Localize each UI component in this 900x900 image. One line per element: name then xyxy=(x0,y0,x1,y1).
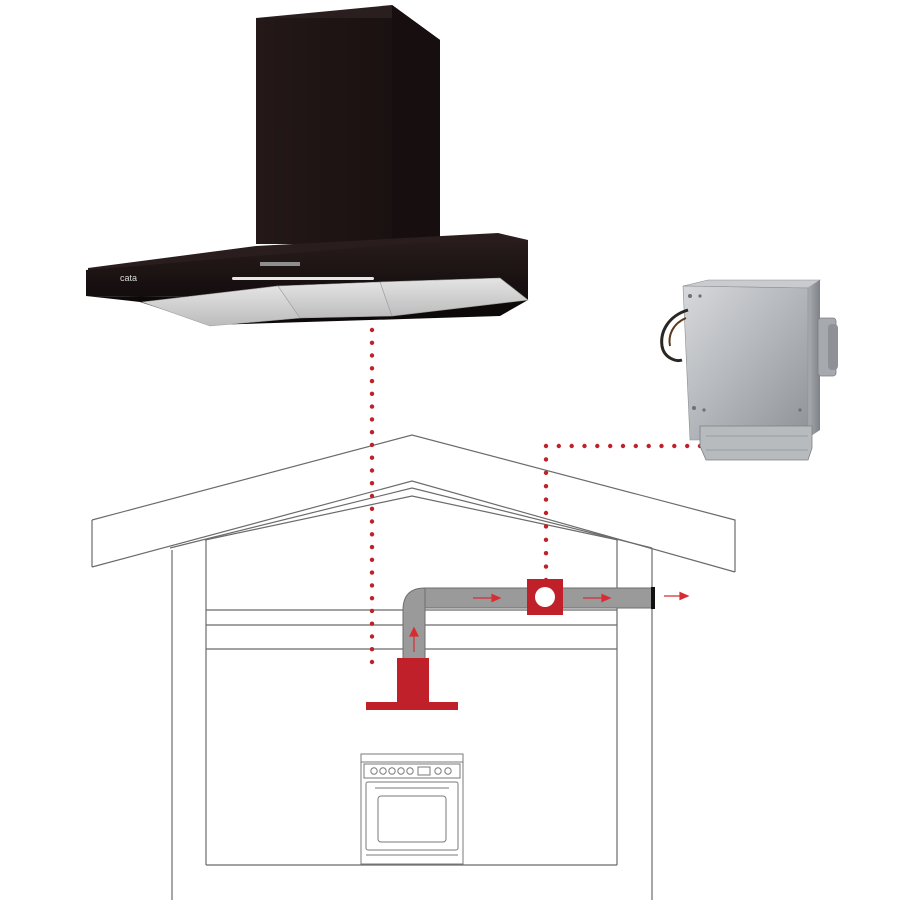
connector-dot xyxy=(369,519,375,524)
hood-chimney-front xyxy=(256,18,392,244)
connector-dot xyxy=(633,443,638,449)
duct-elbow xyxy=(402,587,426,661)
connector-dot xyxy=(369,417,375,422)
hood-chimney-right-face xyxy=(392,5,440,248)
connector-dot xyxy=(369,570,375,575)
connector-dot xyxy=(369,659,375,665)
connector-dot xyxy=(608,443,613,449)
connector-dot xyxy=(543,470,549,475)
stove-body xyxy=(360,753,464,865)
hood-connector-dots xyxy=(369,327,375,665)
stove-oven-window xyxy=(377,795,447,843)
stove-outline xyxy=(360,753,464,865)
connector-dot xyxy=(685,443,690,449)
connector-dot xyxy=(369,442,375,448)
connector-dot xyxy=(659,443,664,449)
connector-dot xyxy=(543,443,549,449)
connector-dot xyxy=(620,443,626,449)
duct-system xyxy=(402,579,655,661)
connector-dot xyxy=(369,621,375,626)
hood-light-strip xyxy=(232,277,374,280)
connector-dot xyxy=(543,577,549,583)
connector-dot xyxy=(543,537,549,542)
hood-symbol-chimney xyxy=(397,658,429,703)
connector-dot xyxy=(569,443,574,449)
hood-control-panel xyxy=(260,262,300,266)
hood-brand-logo: cata xyxy=(120,273,137,283)
connector-dot xyxy=(672,443,677,449)
stove-top xyxy=(360,753,464,763)
fan-unit-rivets xyxy=(688,294,802,412)
hood-filter-right xyxy=(379,277,529,317)
connector-dot xyxy=(543,564,549,569)
fan-unit-power-cable xyxy=(660,308,689,362)
connector-dot xyxy=(369,532,375,537)
connector-dot xyxy=(595,443,600,449)
duct-outlet-cap xyxy=(651,587,655,609)
arrow-right-3 xyxy=(664,591,690,601)
connector-dot xyxy=(543,524,549,529)
fan-unit-front xyxy=(682,285,809,441)
roof-outer-line xyxy=(91,434,736,572)
connector-dot xyxy=(369,327,375,333)
connector-dot xyxy=(369,493,375,499)
kitchen-hood-product: cata xyxy=(86,5,529,327)
fan-unit-side xyxy=(808,280,820,438)
connector-dot xyxy=(369,596,375,601)
connector-dot xyxy=(369,506,375,511)
connector-dot xyxy=(369,455,375,460)
connector-dot xyxy=(543,484,549,489)
arrow-right-1 xyxy=(473,593,502,603)
connector-dot xyxy=(369,647,375,652)
connector-dot xyxy=(556,443,561,449)
connector-dot xyxy=(369,468,375,473)
connector-dot xyxy=(369,353,375,358)
connector-dot xyxy=(369,608,375,614)
airflow-arrows xyxy=(409,591,690,652)
fan-unit-base-plate xyxy=(699,425,813,461)
connector-dot xyxy=(369,378,375,384)
connector-dot xyxy=(369,634,375,639)
connector-dot xyxy=(582,443,587,449)
stove-oven-door xyxy=(365,781,459,851)
connector-dot xyxy=(369,340,375,345)
roof-inner-line-2 xyxy=(169,487,653,549)
connector-dot xyxy=(369,583,375,588)
connector-dot xyxy=(646,443,651,449)
connector-dot xyxy=(369,391,375,396)
connector-dot xyxy=(369,404,375,409)
hood-symbol-canopy xyxy=(366,702,458,710)
ceiling-inner-line xyxy=(204,495,619,541)
connector-dot xyxy=(543,457,549,462)
connector-dot xyxy=(543,510,549,516)
connector-dot xyxy=(543,497,549,502)
hood-symbol xyxy=(366,658,458,710)
arrow-right-2 xyxy=(583,593,612,603)
stove-knobs xyxy=(370,766,452,776)
connector-dot xyxy=(369,430,375,435)
stove-control-panel xyxy=(363,763,461,779)
connector-dot xyxy=(369,544,375,550)
extractor-fan-unit xyxy=(660,279,838,461)
inline-fan-opening xyxy=(535,587,555,607)
fan-connector-dots xyxy=(543,443,703,583)
connector-dot xyxy=(369,557,375,562)
connector-dot xyxy=(369,481,375,486)
connector-dot xyxy=(543,551,549,556)
arrow-up xyxy=(409,626,419,652)
connector-dot xyxy=(369,366,375,371)
